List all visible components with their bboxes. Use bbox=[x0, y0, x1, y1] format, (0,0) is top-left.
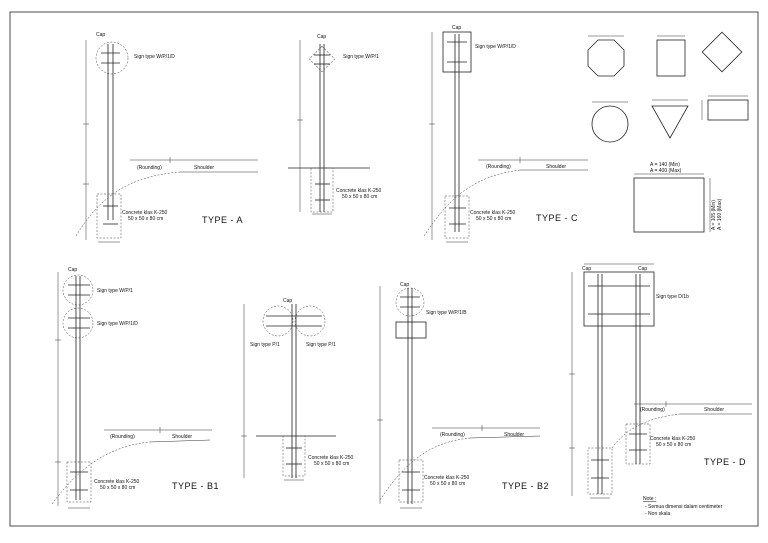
type-b1-detail: Cap Sign type W/P/1 Sign type W/P/1/D (R… bbox=[51, 267, 219, 509]
type-d-concrete-label: Concrete klas K-250 bbox=[650, 436, 696, 442]
dim-b-max: A = 160 (Max) bbox=[717, 198, 723, 230]
type-b1-title: TYPE - B1 bbox=[172, 481, 219, 491]
type-b2-sign-circle bbox=[395, 287, 425, 317]
type-d-cap-left-label: Cap bbox=[582, 266, 591, 272]
type-a-sign-circle bbox=[95, 41, 129, 75]
type-a-cap-label: Cap bbox=[96, 32, 105, 38]
type-d-sign-board bbox=[583, 271, 655, 327]
type-b1-concrete-size: 50 x 50 x 80 cm bbox=[100, 485, 135, 491]
sign-shapes-panel bbox=[587, 31, 749, 143]
p1-foundation bbox=[282, 435, 306, 477]
diamond-sign-label: Sign type W/P/1 bbox=[343, 54, 379, 60]
type-b1-rounding-label: (Rounding) bbox=[110, 434, 135, 440]
type-c-detail: Cap Sign type W/P/1/D (Rounding) Shoulde… bbox=[423, 25, 588, 243]
type-a-sign-label: Sign type W/P/1/D bbox=[134, 54, 175, 60]
p1-right-circle bbox=[294, 305, 326, 337]
type-b2-rounding-label: (Rounding) bbox=[440, 432, 465, 438]
diamond-concrete-label: Concrete klas K-250 bbox=[336, 188, 382, 194]
type-b2-cap-label: Cap bbox=[400, 282, 409, 288]
p1-cap-label: Cap bbox=[283, 298, 292, 304]
diamond-sign-detail: Cap Sign type W/P/1 Concrete klas K-250 … bbox=[288, 34, 382, 215]
p1-left-circle bbox=[262, 305, 294, 337]
note-line-2: - Non skala bbox=[645, 511, 671, 517]
triangle-shape bbox=[651, 105, 689, 139]
type-a-shoulder-label: Shoulder bbox=[194, 165, 214, 171]
type-d-shoulder-label: Shoulder bbox=[704, 407, 724, 413]
double-p1-detail: Cap Sign type P/1 Sign type P/1 Concrete… bbox=[241, 298, 354, 481]
type-c-title: TYPE - C bbox=[536, 213, 578, 223]
p1-concrete-size: 50 x 50 x 80 cm bbox=[314, 461, 349, 467]
type-c-foundation bbox=[444, 195, 470, 239]
type-c-rounding-label: (Rounding) bbox=[486, 164, 511, 170]
type-c-concrete-label: Concrete klas K-250 bbox=[470, 210, 516, 216]
type-b2-shoulder-label: Shoulder bbox=[504, 432, 524, 438]
type-c-concrete-size: 50 x 50 x 80 cm bbox=[476, 216, 511, 222]
note-title: Note : bbox=[643, 496, 656, 502]
type-c-shoulder-label: Shoulder bbox=[546, 164, 566, 170]
p1-concrete-label: Concrete klas K-250 bbox=[308, 455, 354, 461]
diamond-sign-shape bbox=[308, 45, 336, 73]
type-b1-sign-lower bbox=[62, 307, 94, 339]
type-c-sign-board bbox=[442, 31, 472, 73]
type-d-cap-right-label: Cap bbox=[638, 266, 647, 272]
type-b1-sign-upper-label: Sign type W/P/1 bbox=[97, 288, 133, 294]
type-b1-sign-lower-label: Sign type W/P/1/D bbox=[97, 321, 138, 327]
p1-right-label: Sign type P/1 bbox=[306, 342, 336, 348]
diamond-cap-label: Cap bbox=[317, 34, 326, 40]
dimension-panel: A = 140 (Min) A = 400 (Max) A = 105 (Min… bbox=[633, 162, 723, 233]
dimension-board bbox=[633, 177, 705, 233]
type-d-title: TYPE - D bbox=[704, 457, 746, 467]
rectangle-shape bbox=[707, 99, 749, 121]
type-a-concrete-size: 50 x 50 x 80 cm bbox=[128, 216, 163, 222]
type-b1-foundation bbox=[66, 461, 92, 503]
dim-a-max: A = 400 (Max) bbox=[650, 168, 682, 174]
type-d-detail: Cap Cap Sign type D/1b (Rounding) Should… bbox=[569, 263, 752, 499]
dim-a-min: A = 140 (Min) bbox=[650, 162, 680, 168]
octagon-shape bbox=[587, 39, 625, 77]
diamond-foundation bbox=[310, 167, 334, 213]
type-b2-concrete-size: 50 x 50 x 80 cm bbox=[430, 481, 465, 487]
type-d-foundation-left bbox=[587, 447, 613, 495]
type-b1-cap-label: Cap bbox=[68, 267, 77, 273]
type-a-detail: Cap Sign type W/P/1/D (Rounding) Shoulde… bbox=[75, 32, 258, 243]
note-line-1: - Semua dimensi dalam centimeter bbox=[645, 504, 723, 510]
type-c-sign-label: Sign type W/P/1/D bbox=[475, 44, 516, 50]
type-b1-shoulder-label: Shoulder bbox=[172, 434, 192, 440]
type-d-foundation-right bbox=[625, 423, 651, 465]
note-block: Note : - Semua dimensi dalam centimeter … bbox=[643, 496, 723, 517]
diamond-shape bbox=[701, 31, 743, 73]
type-c-cap-label: Cap bbox=[452, 25, 461, 31]
type-d-concrete-size: 50 x 50 x 80 cm bbox=[656, 442, 691, 448]
p1-left-label: Sign type P/1 bbox=[250, 342, 280, 348]
type-b2-detail: Cap Sign type W/P/1/B (Rounding) Shoulde… bbox=[377, 282, 549, 509]
sheet-border bbox=[9, 11, 759, 527]
circle-shape bbox=[591, 105, 629, 143]
type-b1-sign-upper bbox=[62, 274, 94, 306]
dim-b-min: A = 105 (Min) bbox=[711, 200, 717, 230]
square-shape bbox=[656, 39, 686, 77]
type-b2-title: TYPE - B2 bbox=[502, 481, 549, 491]
type-a-foundation bbox=[96, 193, 122, 239]
type-b2-concrete-label: Concrete klas K-250 bbox=[424, 475, 470, 481]
type-b2-foundation bbox=[398, 459, 424, 503]
diamond-concrete-size: 50 x 50 x 80 cm bbox=[342, 194, 377, 200]
type-b1-concrete-label: Concrete klas K-250 bbox=[94, 479, 140, 485]
type-a-concrete-label: Concrete klas K-250 bbox=[122, 210, 168, 216]
type-a-title: TYPE - A bbox=[202, 215, 243, 225]
type-b2-sign-label: Sign type W/P/1/B bbox=[426, 310, 467, 316]
type-b2-sign-board bbox=[395, 321, 427, 339]
type-d-rounding-label: (Rounding) bbox=[640, 407, 665, 413]
type-a-rounding-label: (Rounding) bbox=[137, 165, 162, 171]
type-d-sign-label: Sign type D/1b bbox=[656, 294, 689, 300]
